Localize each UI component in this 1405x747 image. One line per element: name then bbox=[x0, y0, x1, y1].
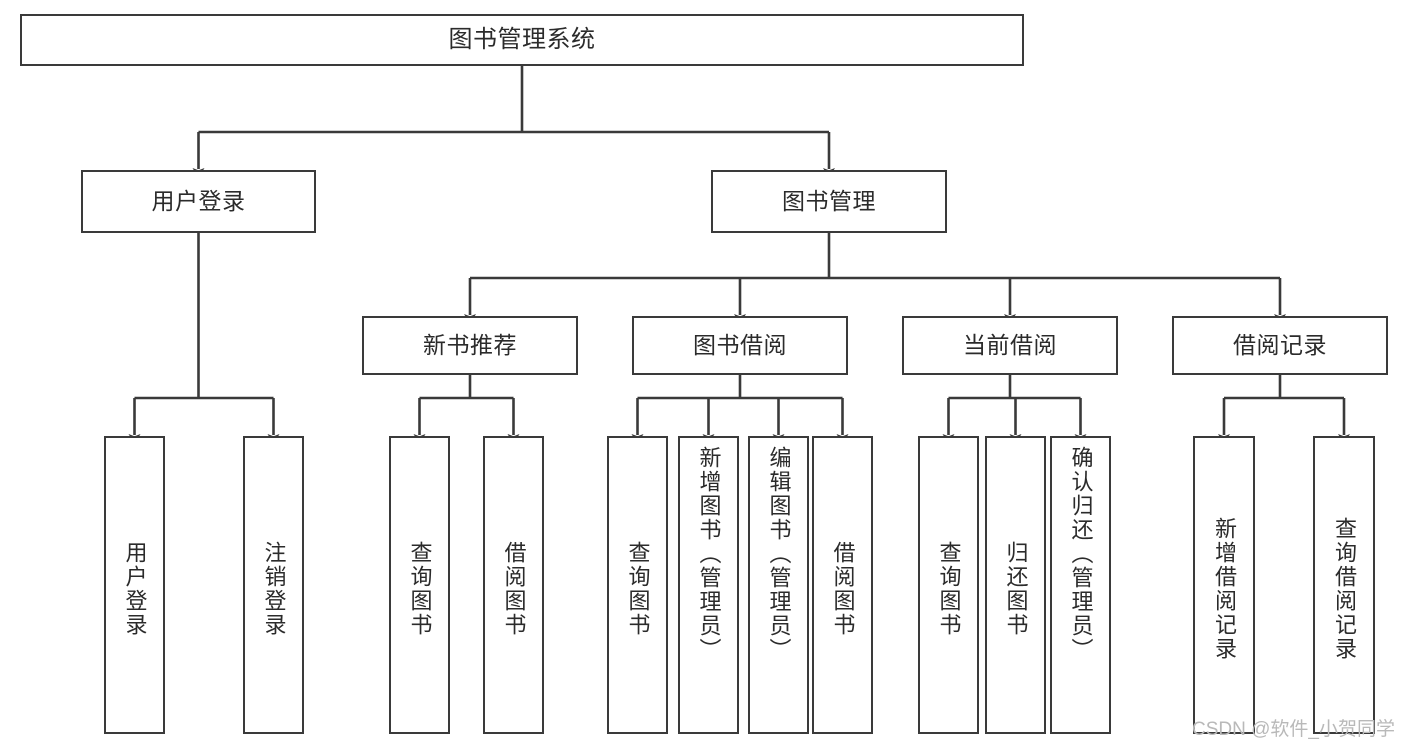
node-label: 编辑图书（管理员） bbox=[766, 446, 792, 662]
node-label: 借阅记录 bbox=[1233, 332, 1327, 359]
node-label: 确认归还（管理员） bbox=[1068, 446, 1094, 662]
node-label: 用户登录 bbox=[122, 541, 148, 637]
node-leaf10[interactable]: 归还图书 bbox=[985, 436, 1046, 734]
node-label: 当前借阅 bbox=[963, 332, 1057, 359]
node-label: 用户登录 bbox=[151, 188, 246, 215]
node-l1a[interactable]: 用户登录 bbox=[81, 170, 316, 233]
node-leaf5[interactable]: 查询图书 bbox=[607, 436, 668, 734]
node-leaf4[interactable]: 借阅图书 bbox=[483, 436, 544, 734]
node-leaf6[interactable]: 新增图书（管理员） bbox=[678, 436, 739, 734]
node-label: 查询图书 bbox=[936, 541, 962, 637]
csdn-watermark: CSDN @软件_小贺同学 bbox=[1192, 719, 1395, 740]
node-label: 借阅图书 bbox=[830, 541, 856, 637]
node-leaf12[interactable]: 新增借阅记录 bbox=[1193, 436, 1255, 734]
node-label: 图书管理系统 bbox=[448, 26, 596, 54]
node-label: 借阅图书 bbox=[501, 541, 527, 637]
node-label: 注销登录 bbox=[261, 541, 287, 637]
node-label: 图书借阅 bbox=[693, 332, 787, 359]
node-leaf2[interactable]: 注销登录 bbox=[243, 436, 304, 734]
node-label: 查询图书 bbox=[625, 541, 651, 637]
node-label: 新增图书（管理员） bbox=[696, 446, 722, 662]
node-root[interactable]: 图书管理系统 bbox=[20, 14, 1024, 66]
node-l2c[interactable]: 当前借阅 bbox=[902, 316, 1118, 375]
node-l2d[interactable]: 借阅记录 bbox=[1172, 316, 1388, 375]
node-label: 归还图书 bbox=[1003, 541, 1029, 637]
node-label: 查询图书 bbox=[407, 541, 433, 637]
node-label: 新增借阅记录 bbox=[1211, 517, 1237, 661]
node-l2a[interactable]: 新书推荐 bbox=[362, 316, 578, 375]
node-l2b[interactable]: 图书借阅 bbox=[632, 316, 848, 375]
node-leaf11[interactable]: 确认归还（管理员） bbox=[1050, 436, 1111, 734]
node-leaf8[interactable]: 借阅图书 bbox=[812, 436, 873, 734]
node-leaf9[interactable]: 查询图书 bbox=[918, 436, 979, 734]
node-leaf3[interactable]: 查询图书 bbox=[389, 436, 450, 734]
node-l1b[interactable]: 图书管理 bbox=[711, 170, 947, 233]
node-leaf13[interactable]: 查询借阅记录 bbox=[1313, 436, 1375, 734]
node-leaf7[interactable]: 编辑图书（管理员） bbox=[748, 436, 809, 734]
node-label: 查询借阅记录 bbox=[1331, 517, 1357, 661]
node-label: 图书管理 bbox=[782, 188, 876, 215]
node-label: 新书推荐 bbox=[423, 332, 517, 359]
node-leaf1[interactable]: 用户登录 bbox=[104, 436, 165, 734]
